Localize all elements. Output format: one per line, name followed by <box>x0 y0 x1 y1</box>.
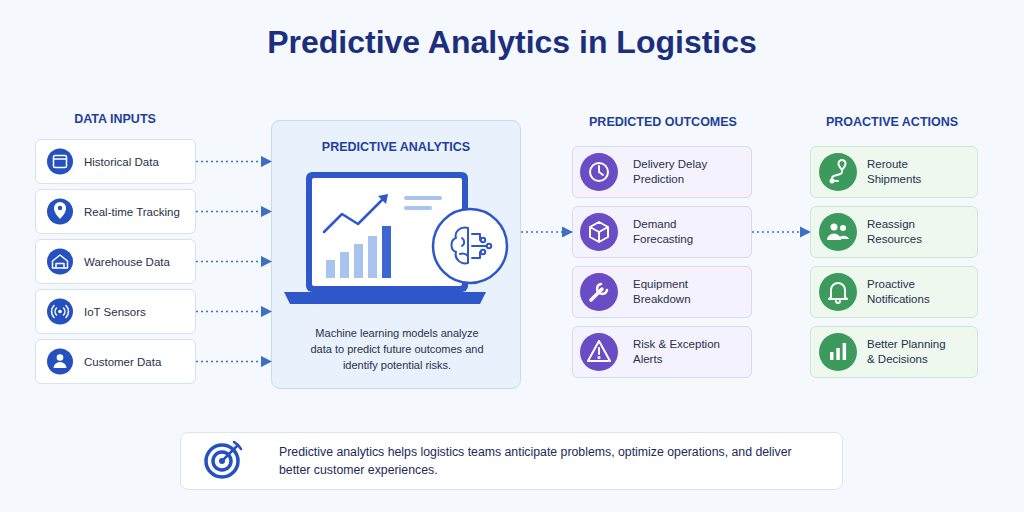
icon-circle <box>580 273 618 311</box>
node-label: Better Planning & Decisions <box>867 337 949 367</box>
icon-circle <box>819 273 857 311</box>
brain-lobe <box>452 228 469 264</box>
chart-bar <box>382 226 391 278</box>
people-glyph <box>831 224 838 231</box>
icon-circle <box>47 249 73 275</box>
brain-badge <box>433 209 507 283</box>
warning-glyph <box>588 341 610 361</box>
circuit-node <box>487 244 491 248</box>
calendar-glyph <box>54 156 67 168</box>
warehouse-glyph <box>53 255 68 268</box>
icon-circle <box>580 153 618 191</box>
node-label: Customer Data <box>84 354 192 369</box>
circuit-node <box>481 238 485 242</box>
box-glyph <box>590 222 608 242</box>
icon-circle <box>819 153 857 191</box>
node-label: Real-time Tracking <box>84 204 192 219</box>
panel-heading: PREDICTIVE ANALYTICS <box>272 140 520 154</box>
bars-glyph <box>836 348 840 360</box>
icon-circle <box>47 149 73 175</box>
chart-bar <box>326 260 335 278</box>
diagram-title: Predictive Analytics in Logistics <box>0 24 1024 61</box>
route-glyph <box>831 180 834 183</box>
icon-circle <box>47 199 73 225</box>
brain-fold <box>460 238 468 256</box>
people-glyph <box>840 225 846 231</box>
input-glyphs <box>52 156 69 369</box>
icon-circle <box>580 213 618 251</box>
node-label: Equipment Breakdown <box>633 277 723 307</box>
screen-text-line <box>404 196 442 200</box>
icon-circle <box>819 333 857 371</box>
dotted-arrow <box>196 311 271 313</box>
person-glyph <box>57 354 64 361</box>
person-glyph <box>54 362 67 368</box>
wrench-glyph <box>597 284 607 294</box>
trend-arrow <box>378 194 388 204</box>
bars-glyph <box>830 352 834 360</box>
dotted-arrow <box>196 361 271 363</box>
trend-line <box>324 198 384 232</box>
chart-bar <box>354 244 363 278</box>
clock-glyph <box>590 163 608 181</box>
summary-text: Predictive analytics helps logistics tea… <box>279 443 814 479</box>
node-label: Reassign Resources <box>867 217 949 247</box>
column-heading: PREDICTED OUTCOMES <box>573 115 753 129</box>
screen-text-line <box>404 206 432 210</box>
dotted-arrow <box>196 161 271 163</box>
node-label: Proactive Notifications <box>867 277 949 307</box>
pin-glyph <box>58 206 62 210</box>
circuit-node <box>481 250 485 254</box>
dotted-arrow <box>196 211 271 213</box>
column-heading: DATA INPUTS <box>45 112 185 126</box>
node-label: IoT Sensors <box>84 304 192 319</box>
brain-glyph <box>452 228 492 264</box>
people-glyph <box>827 234 841 241</box>
node-label: Warehouse Data <box>84 254 192 269</box>
laptop-base <box>284 292 486 304</box>
chart-bar <box>340 252 349 278</box>
sensor-glyph <box>58 310 62 314</box>
node-label: Historical Data <box>84 154 192 169</box>
people-glyph <box>838 236 849 239</box>
clock-glyph <box>599 166 603 175</box>
chart-bar <box>368 236 377 278</box>
pin-glyph <box>54 202 66 219</box>
dotted-arrow <box>196 261 271 263</box>
icon-circle <box>47 349 73 375</box>
node-label: Delivery Delay Prediction <box>633 157 723 187</box>
dotted-arrow <box>752 231 810 233</box>
summary-box: Predictive analytics helps logistics tea… <box>180 432 843 490</box>
panel-description: Machine learning models analyze data to … <box>305 325 489 373</box>
bell-glyph <box>836 301 840 303</box>
icon-circle <box>580 333 618 371</box>
node-label: Risk & Exception Alerts <box>633 337 723 367</box>
warning-glyph <box>598 357 599 358</box>
icon-circle <box>47 299 73 325</box>
circuit-line <box>472 234 486 258</box>
calendar-glyph <box>54 158 67 160</box>
node-label: Demand Forecasting <box>633 217 723 247</box>
route-glyph <box>839 160 846 170</box>
column-heading: PROACTIVE ACTIONS <box>802 115 982 129</box>
bars-glyph <box>843 343 847 360</box>
icon-circle <box>819 213 857 251</box>
bell-glyph <box>829 283 847 299</box>
warehouse-glyph <box>56 264 64 269</box>
dotted-arrow <box>521 231 572 233</box>
node-label: Reroute Shipments <box>867 157 949 187</box>
sensor-glyph <box>52 306 69 318</box>
warning-glyph <box>598 348 600 354</box>
